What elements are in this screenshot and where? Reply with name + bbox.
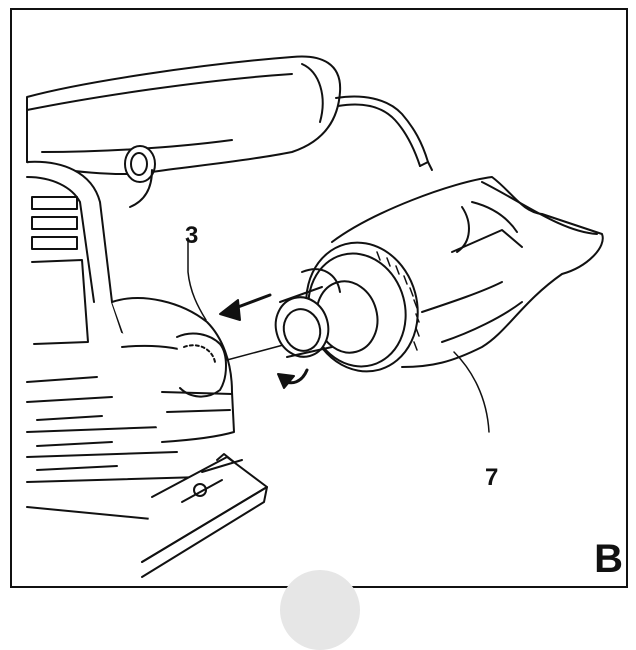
- figure-letter: B: [594, 537, 623, 581]
- dust-bag-collar: [274, 241, 420, 373]
- sander-body: [26, 160, 203, 523]
- sander-dust-bag-illustration: [26, 55, 604, 578]
- speed-knob: [124, 145, 156, 208]
- touch-indicator-circle: [280, 570, 360, 650]
- figure-frame: 3 7 B: [10, 8, 628, 588]
- callout-7: 7: [485, 464, 499, 491]
- dust-port-housing: [111, 297, 235, 443]
- connection-indicators: [219, 293, 309, 389]
- power-cord: [335, 95, 433, 171]
- sander-handle: [26, 55, 342, 175]
- callout-leaders: [187, 237, 490, 433]
- callout-3: 3: [185, 222, 199, 249]
- sander-base-plate: [141, 453, 268, 578]
